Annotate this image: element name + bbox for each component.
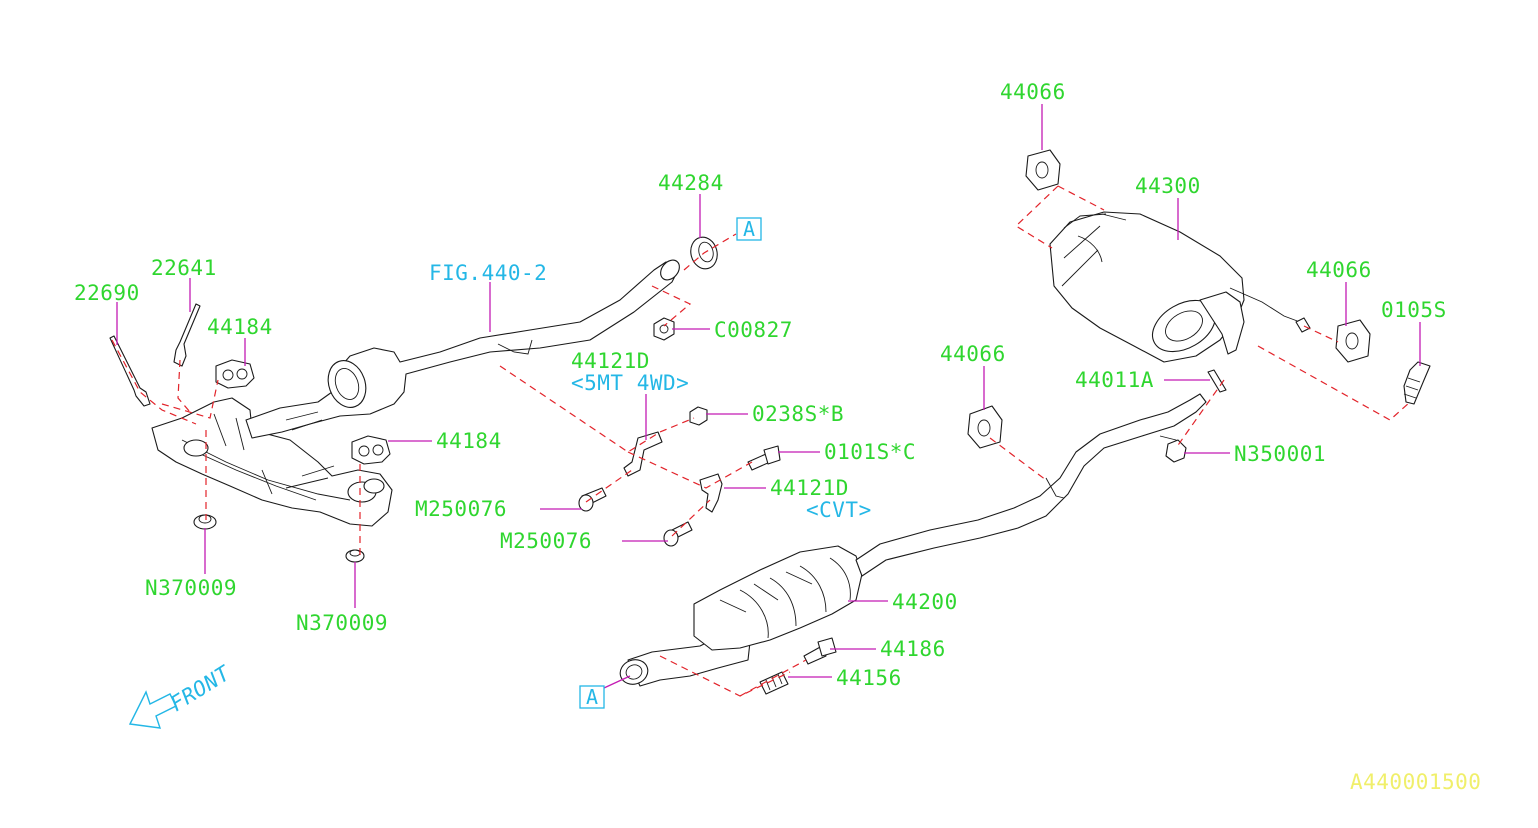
bracket-44121d-b-drawing bbox=[699, 473, 723, 513]
label-44121d-cvt: 44121D bbox=[770, 476, 849, 500]
bolt-0105s-drawing bbox=[1403, 361, 1431, 405]
center-muffler-drawing bbox=[619, 393, 1207, 687]
nut-c00827-drawing bbox=[653, 317, 675, 341]
rear-muffler-drawing bbox=[1049, 211, 1311, 363]
front-arrow: FRONT bbox=[128, 661, 235, 729]
nut-n350001-drawing bbox=[1165, 439, 1187, 463]
hanger-44066-top-drawing bbox=[1025, 149, 1061, 191]
label-cvt-note: <CVT> bbox=[806, 498, 872, 522]
drawing-code: A440001500 bbox=[1350, 770, 1481, 794]
oxygen-sensor-22641-drawing bbox=[173, 303, 201, 367]
nut-n370009-b-drawing bbox=[345, 549, 365, 563]
label-44200: 44200 bbox=[892, 590, 958, 614]
gasket-top-drawing bbox=[215, 359, 255, 389]
bolt-44186-drawing bbox=[803, 637, 837, 665]
gasket-mid-drawing bbox=[351, 435, 391, 465]
label-5mt-4wd-note: <5MT 4WD> bbox=[571, 371, 689, 395]
leader-lines bbox=[116, 104, 1421, 689]
front-label: FRONT bbox=[166, 661, 235, 717]
label-44066-top: 44066 bbox=[1000, 80, 1066, 104]
label-22641: 22641 bbox=[151, 256, 217, 280]
oxygen-sensor-22690-drawing bbox=[109, 335, 151, 407]
bolt-m250076-b-drawing bbox=[663, 521, 693, 547]
front-arrow-icon bbox=[128, 690, 177, 729]
bolt-0101s-drawing bbox=[747, 445, 781, 471]
label-44184-top: 44184 bbox=[207, 315, 273, 339]
label-44011a: 44011A bbox=[1075, 368, 1154, 392]
label-44066-mid: 44066 bbox=[940, 342, 1006, 366]
bracket-44011a-drawing bbox=[1207, 369, 1227, 393]
label-fig-ref: FIG.440-2 bbox=[429, 261, 547, 285]
nut-0238s-drawing bbox=[689, 406, 708, 426]
label-44156: 44156 bbox=[836, 666, 902, 690]
bolt-m250076-a-drawing bbox=[578, 487, 607, 512]
label-22690: 22690 bbox=[74, 281, 140, 305]
label-n370009-b: N370009 bbox=[296, 611, 388, 635]
label-n350001: N350001 bbox=[1234, 442, 1326, 466]
hanger-44066-mid-drawing bbox=[967, 405, 1003, 449]
label-44284: 44284 bbox=[658, 171, 724, 195]
label-44121d-5mt: 44121D bbox=[571, 349, 650, 373]
label-44184-mid: 44184 bbox=[436, 429, 502, 453]
label-44066-right: 44066 bbox=[1306, 258, 1372, 282]
label-m250076-a: M250076 bbox=[415, 497, 507, 521]
hanger-44066-right-drawing bbox=[1335, 319, 1371, 363]
ref-box-a-bottom-label: A bbox=[586, 685, 598, 709]
label-0238s: 0238S*B bbox=[752, 402, 844, 426]
bracket-44121d-a-drawing bbox=[623, 431, 663, 477]
part-labels: 22690 22641 44184 44184 FIG.440-2 44284 … bbox=[74, 80, 1481, 794]
label-n370009-a: N370009 bbox=[145, 576, 237, 600]
label-0101s: 0101S*C bbox=[824, 440, 916, 464]
assembly-lines bbox=[111, 185, 1411, 697]
front-pipe-drawing bbox=[245, 259, 680, 439]
label-0105s: 0105S bbox=[1381, 298, 1447, 322]
exhaust-manifold-drawing bbox=[151, 397, 393, 527]
label-44300: 44300 bbox=[1135, 174, 1201, 198]
label-44186: 44186 bbox=[880, 637, 946, 661]
ref-box-a-top: A bbox=[736, 217, 762, 241]
label-m250076-b: M250076 bbox=[500, 529, 592, 553]
label-c00827: C00827 bbox=[714, 318, 793, 342]
ref-box-a-top-label: A bbox=[743, 217, 755, 241]
nut-n370009-a-drawing bbox=[193, 514, 217, 530]
ref-box-a-bottom: A bbox=[579, 685, 605, 709]
